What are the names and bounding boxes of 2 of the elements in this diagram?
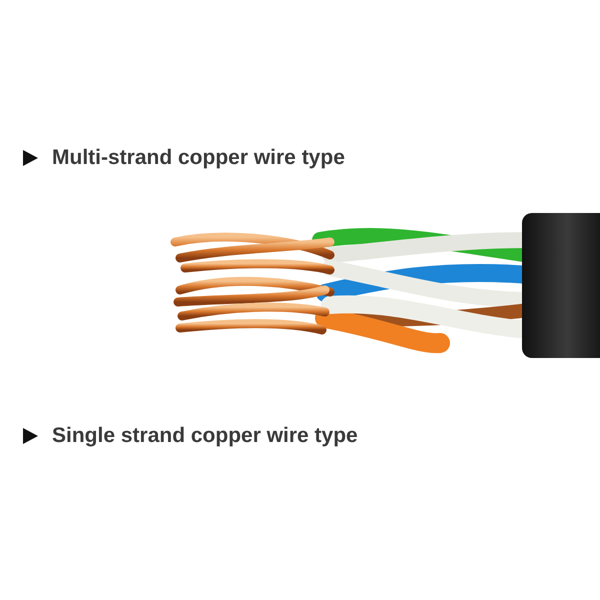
text-label: Multi-strand copper wire type	[52, 146, 345, 170]
text-label: Single strand copper wire type	[52, 424, 358, 448]
